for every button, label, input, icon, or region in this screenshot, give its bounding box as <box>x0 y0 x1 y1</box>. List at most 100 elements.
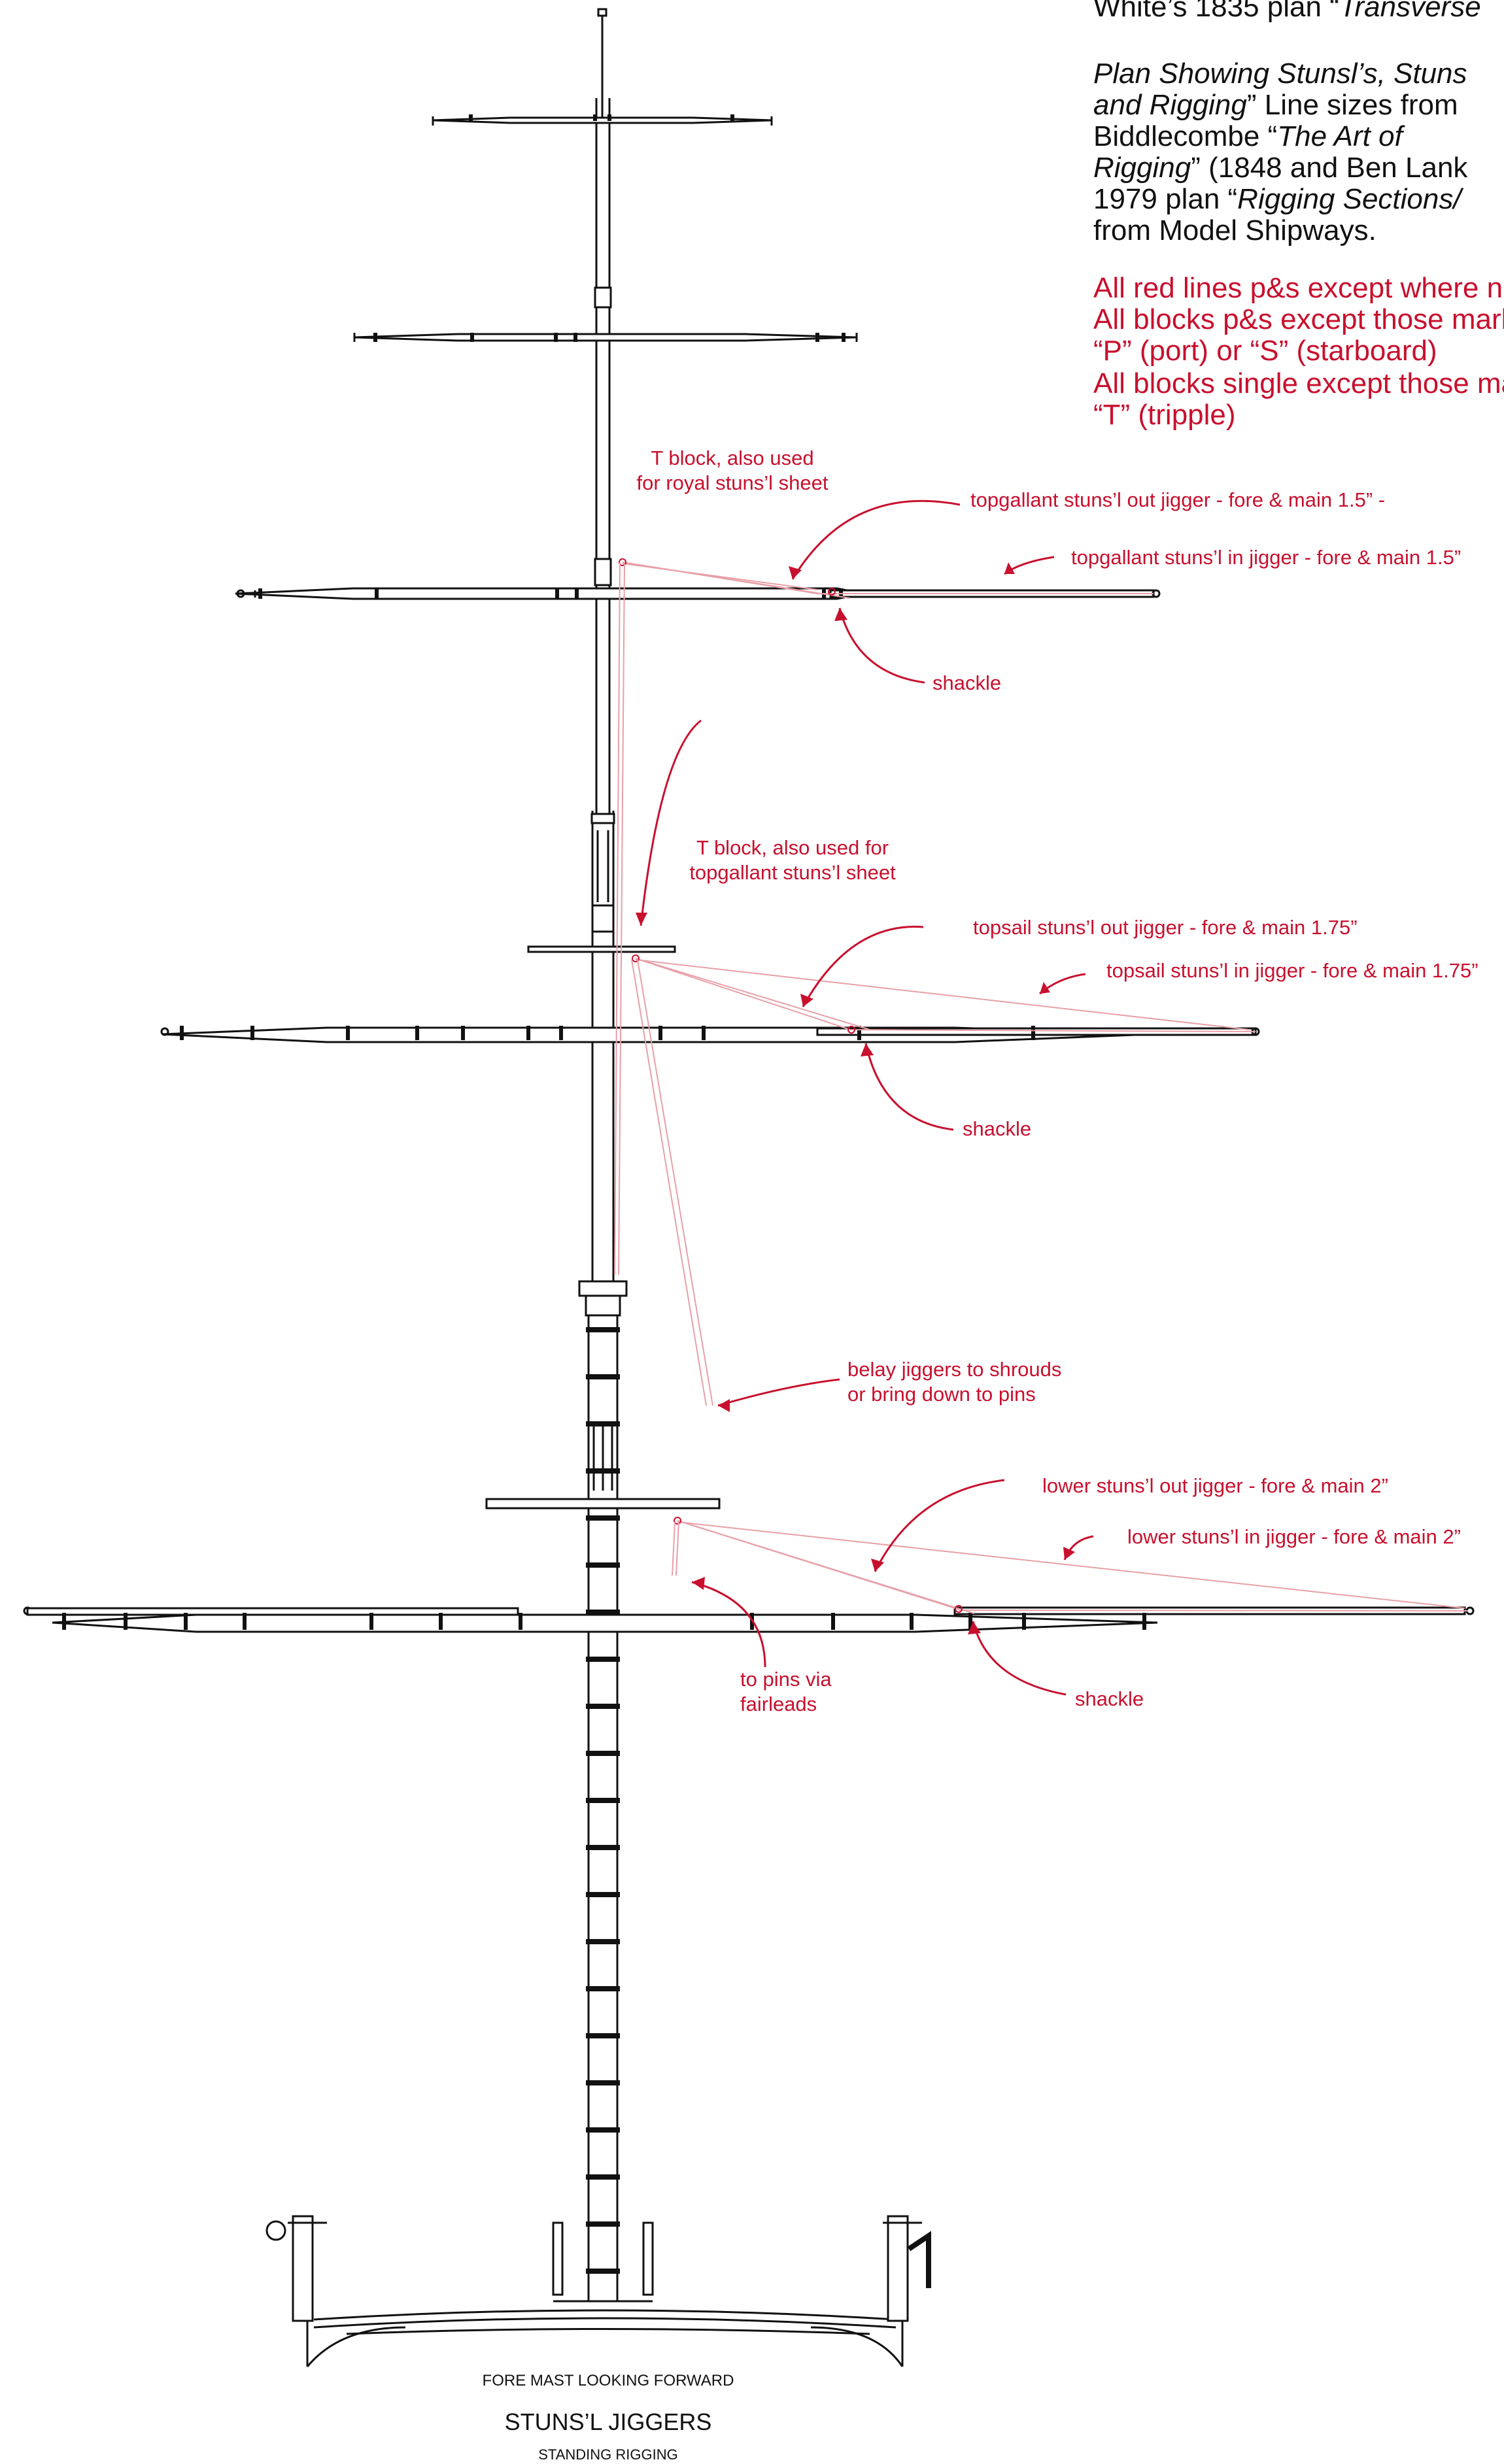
label-lower-out-jigger: lower stuns’l out jigger - fore & main 2… <box>1042 1474 1388 1497</box>
fore-yard-band <box>184 1613 188 1630</box>
label-t-block-topgallant-line-1: T block, also used for <box>696 836 889 859</box>
label-belay: belay jiggers to shrouds or bring down t… <box>847 1357 1061 1407</box>
note-source-line-4-plain: Biddlecombe “ <box>1093 120 1278 152</box>
fore-yard-band <box>831 1613 835 1630</box>
note-source-line-1-plain: White’s 1835 plan “ <box>1093 0 1339 23</box>
lower-topsail-band <box>415 1026 419 1040</box>
crosstrees <box>485 945 721 1510</box>
lower-topsail-band <box>250 1026 254 1040</box>
note-source-line-3-plain: ” Line sizes from <box>1246 89 1458 121</box>
mast-hoop <box>586 2080 620 2085</box>
mast-hoop <box>586 1939 620 1944</box>
fore-yard-band <box>519 1613 522 1630</box>
topsail-band <box>575 588 579 599</box>
fore-yard-band <box>1022 1613 1026 1630</box>
yard-bands <box>62 114 1146 1630</box>
label-belay-line-1: belay jiggers to shrouds <box>847 1358 1062 1381</box>
topsail-band <box>555 588 559 599</box>
fore-yard-band <box>369 1613 373 1630</box>
label-tg-out-jigger: topgallant stuns’l out jigger - fore & m… <box>970 488 1386 511</box>
label-t-block-topgallant-line-2: topgallant stuns’l sheet <box>689 861 896 884</box>
label-t-block-royal: T block, also used for royal stuns’l she… <box>615 446 850 496</box>
fore-yard-band <box>439 1613 443 1630</box>
mast-hoop <box>586 1327 620 1332</box>
mast-hoop <box>586 1374 620 1379</box>
label-t-block-royal-line-1: T block, also used <box>651 447 814 469</box>
lower-topsail-band <box>658 1026 662 1040</box>
mast-hoop <box>586 1610 620 1615</box>
note-red-4: All blocks single except those ma <box>1093 367 1504 399</box>
note-source-line-5-italic: Rigging <box>1093 152 1191 184</box>
label-shackle-lower: shackle <box>1075 1687 1144 1710</box>
lower-topsail-band <box>461 1026 465 1040</box>
topgallant-band <box>554 333 558 342</box>
fore-yard-band <box>910 1613 914 1630</box>
topgallant-band <box>573 333 577 342</box>
caption-title: STUNS’L JIGGERS <box>504 2408 712 2435</box>
note-source-line-5: Rigging” (1848 and Ben Lank <box>1093 152 1467 184</box>
mast-hoops <box>586 1327 620 2274</box>
note-source-line-7-plain: from Model Shipways. <box>1093 214 1376 246</box>
note-red-5: “T” (tripple) <box>1093 399 1236 431</box>
mast-hoop <box>586 1892 620 1897</box>
mast-hoop <box>586 1798 620 1803</box>
royal-band <box>607 114 611 121</box>
lower-topsail-band <box>1031 1026 1035 1040</box>
mast-hoop <box>586 1845 620 1850</box>
note-source-line-5-plain: ” (1848 and Ben Lank <box>1191 152 1468 184</box>
label-shackle-topgallant: shackle <box>932 671 1002 694</box>
mast-hoop <box>586 2127 620 2133</box>
fore-yard-band <box>124 1613 128 1630</box>
topgallant-band <box>842 333 846 342</box>
lower-topsail-band <box>702 1026 706 1040</box>
note-source-line-6-italic: Rigging Sections/ <box>1237 183 1461 215</box>
royal-band <box>730 114 734 121</box>
mast-hoop <box>586 2174 620 2180</box>
arrowheads <box>636 562 1075 1634</box>
mast-hoop <box>586 1986 620 1991</box>
mast-hoop <box>586 1468 620 1474</box>
lower-topsail-band <box>346 1026 350 1040</box>
caption-view: FORE MAST LOOKING FORWARD <box>482 2372 734 2389</box>
note-source-line-1-italic: Transverse <box>1339 0 1481 23</box>
note-source-line-4-italic: The Art of <box>1277 120 1403 152</box>
topgallant-yard <box>353 333 858 342</box>
note-source-line-3: and Rigging” Line sizes from <box>1093 89 1458 121</box>
fore-yard-band <box>968 1613 972 1630</box>
note-red-3: “P” (port) or “S” (starboard) <box>1093 335 1437 367</box>
label-to-pins-line-2: fairleads <box>740 1693 817 1715</box>
note-source-line-1: White’s 1835 plan “Transverse <box>1093 0 1481 23</box>
label-tg-in-jigger: topgallant stuns’l in jigger - fore & ma… <box>1071 546 1461 569</box>
label-t-block-royal-line-2: for royal stuns’l sheet <box>636 471 829 494</box>
mast-hoop <box>586 2221 620 2227</box>
royal-band <box>593 114 597 121</box>
note-source-line-3-italic: and Rigging <box>1093 89 1247 121</box>
note-source-line-6-plain: 1979 plan “ <box>1093 183 1238 215</box>
mast <box>578 8 628 2301</box>
label-shackle-topsail: shackle <box>963 1117 1032 1140</box>
fore-yard-band <box>62 1613 66 1630</box>
note-source-line-6: 1979 plan “Rigging Sections/ <box>1093 183 1461 215</box>
mast-hoop <box>586 2033 620 2038</box>
mast-hoop <box>586 1657 620 1662</box>
label-t-block-topgallant: T block, also used for topgallant stuns’… <box>675 835 910 885</box>
note-red-1: All red lines p&s except where no <box>1093 272 1504 304</box>
label-belay-line-2: or bring down to pins <box>847 1383 1036 1406</box>
mast-hoop <box>586 1515 620 1521</box>
royal-yard <box>432 116 773 126</box>
topsail-band <box>258 588 262 599</box>
note-source-line-2: Plan Showing Stunsl’s, Stuns <box>1093 58 1467 90</box>
label-to-pins: to pins via fairleads <box>740 1667 832 1717</box>
topsail-band <box>375 588 379 599</box>
mast-hoop <box>586 1562 620 1568</box>
lower-topsail-band <box>180 1026 184 1040</box>
label-to-pins-line-1: to pins via <box>740 1668 832 1691</box>
mast-hoop <box>586 1421 620 1426</box>
lower-topsail-band <box>559 1026 563 1040</box>
note-source-line-7: from Model Shipways. <box>1093 214 1376 246</box>
jigger-lines <box>614 558 1469 1614</box>
fore-yard-band <box>243 1613 247 1630</box>
fore-yard-band <box>1142 1613 1146 1630</box>
caption-subtitle: STANDING RIGGING <box>538 2446 678 2463</box>
